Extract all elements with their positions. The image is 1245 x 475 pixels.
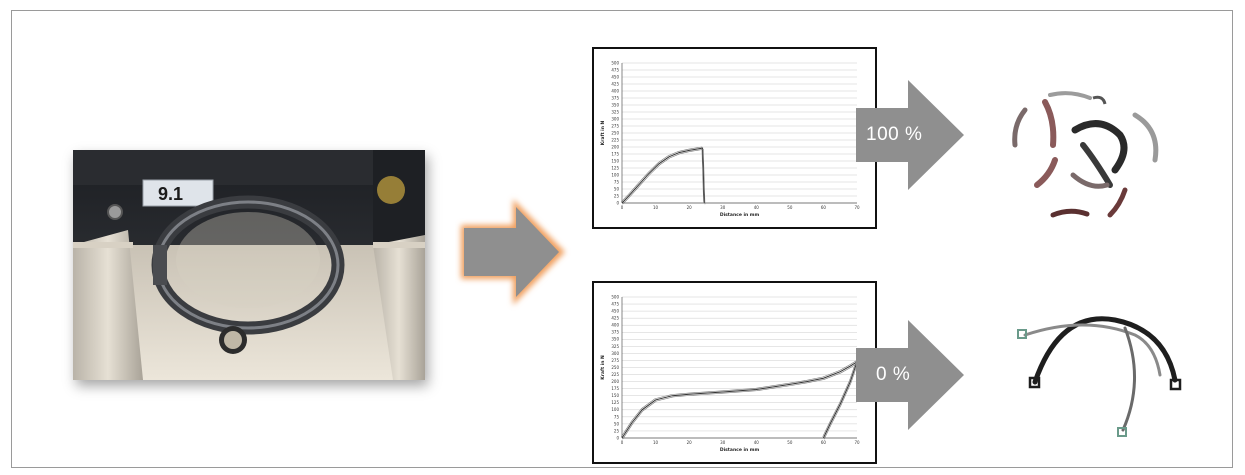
x-tick-label: 30	[720, 440, 726, 445]
fracture-percent-bottom: 0 %	[876, 364, 911, 385]
test-fixture-image: 9.1	[73, 150, 425, 380]
y-tick-label: 275	[611, 123, 619, 128]
y-tick-label: 375	[611, 95, 619, 100]
y-tick-label: 125	[611, 165, 619, 170]
series-line	[622, 148, 706, 205]
x-tick-label: 10	[653, 205, 659, 210]
x-tick-label: 60	[821, 205, 827, 210]
y-axis-label: Kraft in N	[600, 355, 606, 380]
series-line	[621, 360, 858, 439]
y-tick-label: 425	[611, 81, 619, 86]
x-tick-label: 70	[854, 440, 860, 445]
x-tick-label: 30	[720, 205, 726, 210]
x-tick-label: 0	[621, 205, 624, 210]
y-tick-label: 200	[611, 379, 619, 384]
intact-ring	[1017, 316, 1182, 437]
result-arrow-top	[856, 80, 964, 190]
series-line	[621, 359, 857, 437]
x-tick-label: 50	[787, 205, 793, 210]
y-tick-label: 425	[611, 316, 619, 321]
y-tick-label: 250	[611, 130, 619, 135]
y-tick-label: 150	[611, 393, 619, 398]
y-tick-label: 275	[611, 358, 619, 363]
fracture-percent-top: 100 %	[866, 124, 923, 145]
x-axis-label: Distance in mm	[720, 447, 760, 453]
y-tick-label: 300	[611, 351, 619, 356]
y-tick-label: 225	[611, 137, 619, 142]
y-tick-label: 475	[611, 301, 619, 306]
process-arrow	[461, 199, 565, 305]
chart-bottom-svg: 0255075100125150175200225250275300325350…	[600, 294, 860, 453]
y-tick-label: 0	[616, 435, 619, 440]
y-tick-label: 450	[611, 309, 619, 314]
series-line	[622, 362, 859, 440]
y-tick-label: 300	[611, 116, 619, 121]
y-tick-label: 225	[611, 372, 619, 377]
y-tick-label: 50	[614, 186, 620, 191]
x-tick-label: 20	[687, 440, 693, 445]
chart-top-svg: 0255075100125150175200225250275300325350…	[600, 60, 860, 218]
y-tick-label: 350	[611, 102, 619, 107]
fixture-label-plate: 9.1	[158, 184, 183, 204]
x-tick-label: 0	[621, 440, 624, 445]
y-tick-label: 125	[611, 400, 619, 405]
y-tick-label: 500	[611, 60, 619, 65]
y-tick-label: 325	[611, 109, 619, 114]
y-tick-label: 150	[611, 158, 619, 163]
y-tick-label: 400	[611, 88, 619, 93]
y-tick-label: 375	[611, 330, 619, 335]
y-tick-label: 75	[614, 414, 620, 419]
series-line	[621, 147, 705, 204]
x-axis-label: Distance in mm	[720, 212, 760, 218]
test-fixture-photo: 9.1	[73, 150, 425, 380]
y-tick-label: 50	[614, 421, 620, 426]
series-line	[621, 146, 704, 203]
y-tick-label: 325	[611, 344, 619, 349]
x-tick-label: 10	[653, 440, 659, 445]
y-tick-label: 250	[611, 365, 619, 370]
y-tick-label: 350	[611, 337, 619, 342]
y-tick-label: 25	[614, 193, 620, 198]
y-tick-label: 500	[611, 294, 619, 299]
y-axis-label: Kraft in N	[600, 121, 606, 146]
x-tick-label: 40	[754, 440, 760, 445]
x-tick-label: 20	[687, 205, 693, 210]
y-tick-label: 450	[611, 74, 619, 79]
y-tick-label: 400	[611, 323, 619, 328]
y-tick-label: 175	[611, 151, 619, 156]
y-tick-label: 100	[611, 172, 619, 177]
broken-ring-pieces	[1008, 91, 1159, 218]
x-tick-label: 50	[787, 440, 793, 445]
y-tick-label: 25	[614, 428, 620, 433]
x-tick-label: 40	[754, 205, 760, 210]
y-tick-label: 200	[611, 144, 619, 149]
y-tick-label: 0	[616, 200, 619, 205]
y-tick-label: 75	[614, 179, 620, 184]
y-tick-label: 100	[611, 407, 619, 412]
y-tick-label: 475	[611, 67, 619, 72]
y-tick-label: 175	[611, 386, 619, 391]
x-tick-label: 70	[854, 205, 860, 210]
result-arrow-bottom	[856, 320, 964, 430]
x-tick-label: 60	[821, 440, 827, 445]
